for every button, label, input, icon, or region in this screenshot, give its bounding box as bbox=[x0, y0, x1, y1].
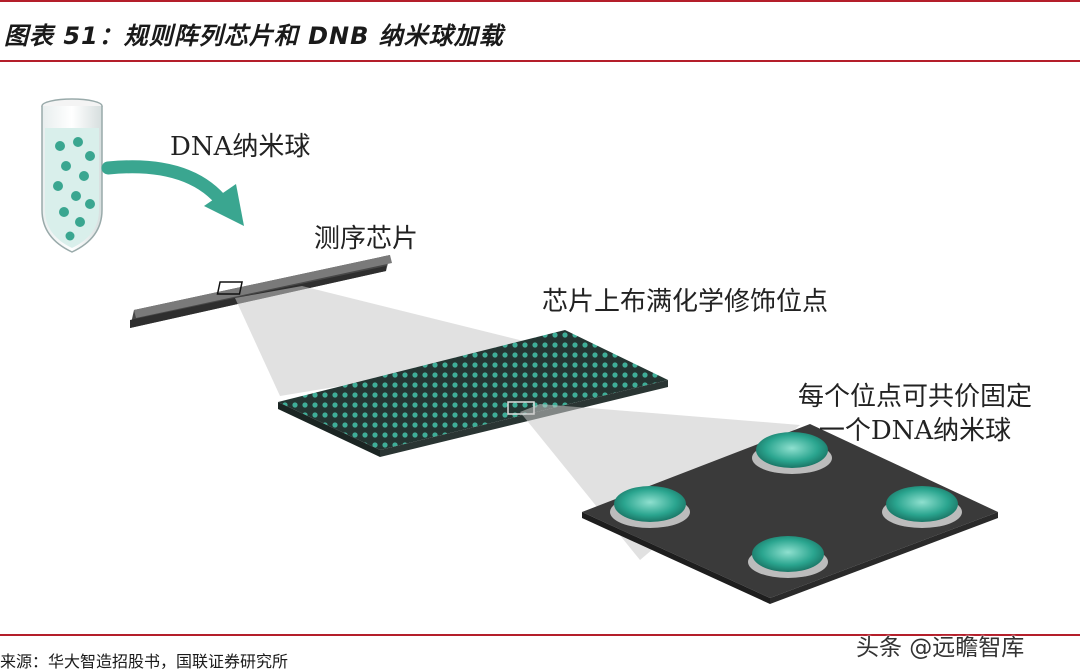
tube-nanoballs bbox=[53, 137, 95, 241]
label-fixed-line2: 一个DNA纳米球 bbox=[818, 416, 1012, 446]
nanoball-right bbox=[882, 486, 962, 528]
title-rule-bottom bbox=[0, 60, 1080, 62]
label-fixed-nanoball: 每个位点可共价固定 一个DNA纳米球 bbox=[798, 380, 1032, 448]
label-sequencing-chip: 测序芯片 bbox=[314, 224, 419, 254]
label-fixed-line1: 每个位点可共价固定 bbox=[798, 382, 1033, 412]
watermark: 头条 @远瞻智库 bbox=[856, 635, 1025, 661]
nanoball-top bbox=[752, 432, 832, 474]
dnb-loading-diagram bbox=[41, 98, 998, 604]
nanoball-left bbox=[610, 486, 690, 528]
test-tube bbox=[41, 98, 103, 253]
array-chip bbox=[278, 330, 668, 457]
closeup-array bbox=[582, 424, 998, 604]
label-dna-nanoball: DNA纳米球 bbox=[170, 132, 311, 162]
label-chip-sites: 芯片上布满化学修饰位点 bbox=[542, 287, 829, 317]
source-note: 来源：华大智造招股书，国联证券研究所 bbox=[0, 652, 289, 671]
footer-rule bbox=[0, 634, 1080, 636]
nanoball-bottom bbox=[748, 536, 828, 578]
figure-title: 图表 51：规则阵列芯片和 DNB 纳米球加载 bbox=[4, 22, 504, 50]
transfer-arrow-icon bbox=[101, 160, 244, 226]
title-rule-top bbox=[0, 0, 1080, 2]
zoom-cone-1 bbox=[235, 286, 560, 396]
